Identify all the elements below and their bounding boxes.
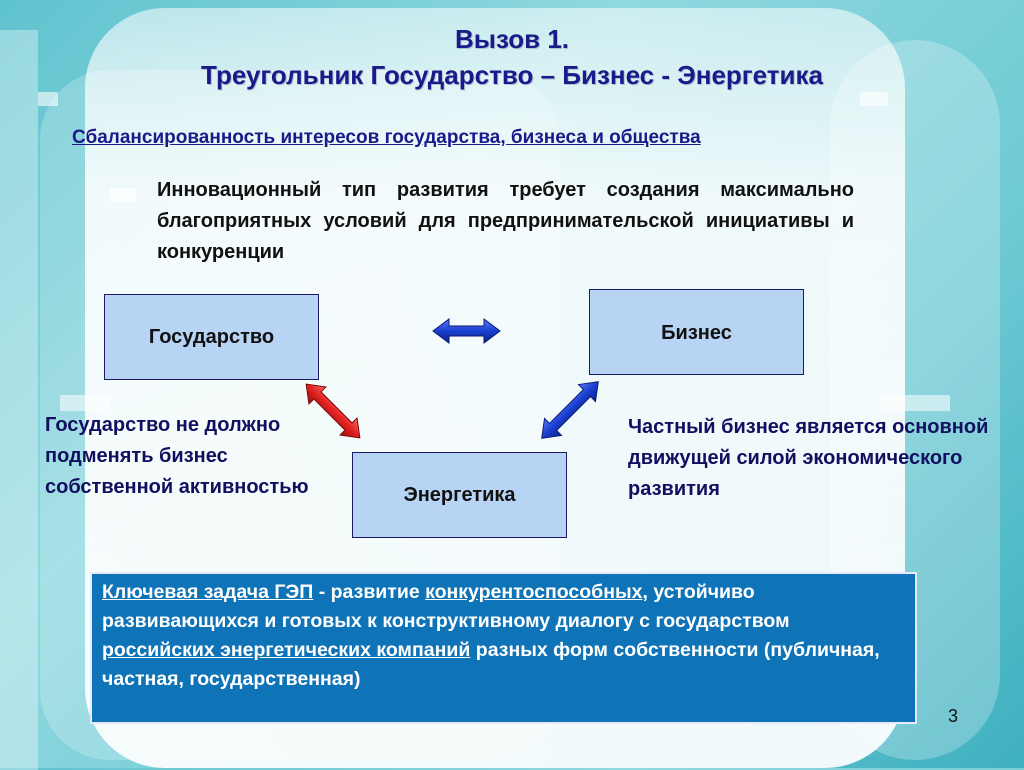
- state-box-label: Государство: [148, 325, 275, 348]
- decor-tick: [38, 92, 58, 106]
- business-note: Частный бизнес является основной движуще…: [628, 416, 989, 500]
- key-task-emphasis-companies: российских энергетических компаний: [102, 639, 471, 661]
- business-box: Бизнес: [589, 289, 804, 375]
- state-box: Государство: [104, 294, 319, 380]
- state-note: Государство не должно подменять бизнес с…: [45, 414, 309, 498]
- business-box-label: Бизнес: [661, 322, 732, 344]
- key-task-text: - развитие: [313, 581, 426, 603]
- key-task-text: разных форм собственности (публичная, ча…: [102, 639, 880, 690]
- decor-bar-left: [0, 30, 38, 770]
- slide-title-line1: Вызов 1.: [454, 24, 570, 54]
- slide-subtitle: Сбалансированность интересов государства…: [72, 127, 701, 148]
- key-task-emphasis-competitive: конкурентоспособных: [425, 581, 643, 603]
- key-task-box: Ключевая задача ГЭП - развитие конкурент…: [90, 572, 917, 724]
- page-number: 3: [948, 706, 959, 726]
- energy-box: Энергетика: [352, 452, 567, 538]
- key-task-label: Ключевая задача ГЭП: [102, 581, 314, 603]
- intro-paragraph: Инновационный тип развития требует созда…: [157, 179, 854, 263]
- decor-tick: [110, 188, 136, 202]
- slide-title-line2: Треугольник Государство – Бизнес - Энерг…: [201, 60, 823, 90]
- energy-box-label: Энергетика: [403, 483, 516, 506]
- key-task-text: , устойчиво развивающихся и готовых к ко…: [102, 581, 790, 632]
